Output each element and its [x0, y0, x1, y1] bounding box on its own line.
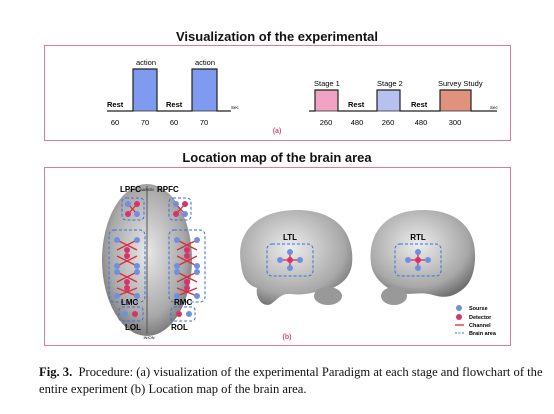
ltl-brain-shape [240, 210, 353, 305]
label-lmc: LMC [121, 298, 139, 307]
t1-unit: Sec [231, 105, 240, 110]
brain-map-svg: LPFC NASION RPFC LMC RMC LOL ROL INION L… [102, 184, 497, 341]
t2-stage1: Stage 1 [314, 79, 340, 88]
area-rmc [168, 229, 206, 303]
title-b: Location map of the brain area [182, 150, 372, 165]
legend-detector-marker [456, 314, 462, 320]
timeline-1: Rest action Rest action Sec 60 70 60 70 [107, 58, 240, 127]
channels-left [116, 203, 138, 297]
t2-tick-1: 260 [320, 118, 333, 127]
t1-tick-4: 70 [200, 118, 208, 127]
action-block-2 [191, 68, 218, 112]
legend-brain-area: Brain area [469, 331, 497, 337]
area-rol [170, 306, 196, 322]
sources-top [114, 201, 200, 317]
caption-text: Procedure: (a) visualization of the expe… [39, 365, 543, 396]
caption-label: Fig. 3. [39, 365, 73, 379]
label-rtl: RTL [410, 233, 426, 242]
t1-action-2: action [195, 58, 215, 67]
area-lpfc [121, 197, 145, 221]
stage2-block [376, 89, 401, 112]
area-lmc [108, 229, 146, 303]
stage1-block [314, 89, 339, 112]
top-view-brain: LPFC NASION RPFC LMC RMC LOL ROL INION [102, 184, 206, 340]
figure-caption: Fig. 3. Procedure: (a) visualization of … [39, 364, 544, 398]
label-inion: INION [143, 335, 154, 340]
area-rpfc [168, 197, 192, 221]
panel-a: Rest action Rest action Sec 60 70 60 70 … [44, 45, 511, 141]
title-a: Visualization of the experimental [175, 29, 379, 44]
label-rpfc: RPFC [157, 185, 179, 194]
detectors-top [124, 201, 190, 317]
t1-rest-2: Rest [166, 100, 183, 109]
t2-tick-2: 480 [351, 118, 364, 127]
label-lol: LOL [125, 323, 141, 332]
t1-tick-2: 70 [141, 118, 149, 127]
label-rol: ROL [171, 323, 188, 332]
right-side-brain: RTL [370, 210, 476, 305]
action-block-1 [132, 68, 158, 112]
t2-rest-1: Rest [348, 100, 365, 109]
area-ltl [266, 243, 314, 277]
legend: Sourse Detector Channel Brain area [455, 305, 497, 337]
legend-detector: Detector [469, 315, 492, 321]
t2-stage2: Stage 2 [377, 79, 403, 88]
t1-rest-1: Rest [107, 100, 124, 109]
label-nasion: NASION [140, 188, 154, 192]
t2-survey: Survey Study [438, 79, 483, 88]
area-lol [118, 306, 144, 322]
legend-channel: Channel [469, 323, 491, 329]
label-ltl: LTL [283, 233, 297, 242]
left-side-brain: LTL [240, 210, 353, 305]
timeline-2: Stage 1 Rest Stage 2 Rest Survey Study S… [309, 79, 499, 127]
timeline-2-line [309, 89, 497, 112]
panel-b-label: (b) [283, 334, 292, 341]
area-rtl [394, 243, 442, 277]
rtl-brain-shape [370, 210, 476, 297]
timeline-svg: Rest action Rest action Sec 60 70 60 70 … [107, 58, 499, 135]
label-rmc: RMC [174, 298, 192, 307]
t1-tick-1: 60 [111, 118, 119, 127]
panel-a-label: (a) [273, 128, 282, 135]
panel-b: LPFC NASION RPFC LMC RMC LOL ROL INION L… [44, 167, 511, 346]
t2-tick-4: 480 [415, 118, 428, 127]
t1-tick-3: 60 [170, 118, 178, 127]
t2-unit: Sec [490, 105, 499, 110]
t2-tick-5: 300 [449, 118, 462, 127]
t2-rest-2: Rest [411, 100, 428, 109]
label-lpfc: LPFC [120, 185, 141, 194]
survey-block [439, 89, 472, 112]
timeline-1-line [107, 68, 231, 112]
t1-action-1: action [136, 58, 156, 67]
t2-tick-3: 260 [382, 118, 395, 127]
legend-source: Sourse [469, 306, 488, 312]
legend-source-marker [456, 305, 462, 311]
